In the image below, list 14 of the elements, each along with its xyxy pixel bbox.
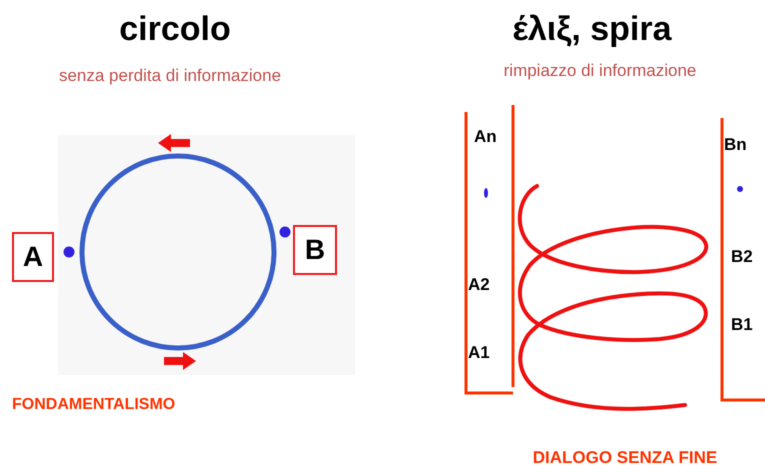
- label: An: [474, 128, 497, 145]
- subtitle: senza perdita di informazione: [58, 67, 282, 84]
- label-box: A: [12, 232, 54, 282]
- label: B2: [731, 248, 753, 265]
- subtitle: rimpiazzo di informazione: [504, 62, 696, 79]
- label: Bn: [724, 136, 747, 153]
- label: A2: [468, 276, 490, 293]
- heading: circolo: [119, 12, 231, 46]
- label: A1: [468, 344, 490, 361]
- label: B1: [731, 316, 753, 333]
- caption: FONDAMENTALISMO: [12, 397, 176, 413]
- label-box: B: [293, 225, 337, 275]
- heading: έλιξ, spira: [512, 12, 672, 46]
- caption: DIALOGO SENZA FINE: [532, 449, 718, 466]
